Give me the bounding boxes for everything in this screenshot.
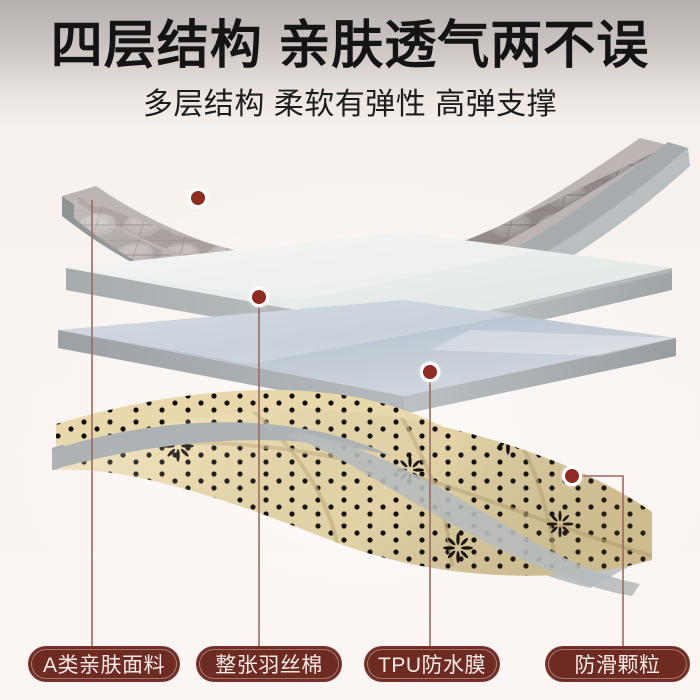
label-pill-anti-slip-particles[interactable]: 防滑颗粒 [545, 646, 690, 682]
layer-anti-slip-group [52, 390, 652, 596]
label-pill-text: 防滑颗粒 [574, 654, 661, 677]
label-pill-text: 整张羽丝棉 [215, 654, 323, 677]
page-subtitle: 多层结构 柔软有弹性 高弹支撑 [142, 88, 558, 121]
label-pill-text: TPU防水膜 [378, 654, 486, 677]
layer-marker-top-fabric[interactable] [188, 188, 208, 208]
page-title: 四层结构 亲肤透气两不误 [50, 17, 650, 75]
layer-tpu-sheet-group [58, 300, 676, 414]
leader-line-4 [578, 475, 624, 646]
label-pill-a-class-fabric[interactable]: A类亲肤面料 [28, 646, 180, 682]
layer-fiber-cotton-group [66, 232, 672, 352]
label-pill-tpu-film[interactable]: TPU防水膜 [364, 646, 500, 682]
layer-marker-tpu-sheet[interactable] [420, 362, 440, 382]
layer-marker-fiber-cotton[interactable] [249, 287, 269, 307]
label-pill-fiber-cotton[interactable]: 整张羽丝棉 [196, 646, 342, 682]
layer-marker-anti-slip[interactable] [562, 466, 582, 486]
label-pill-text: A类亲肤面料 [42, 654, 165, 677]
callout-leader-lines [91, 200, 624, 646]
